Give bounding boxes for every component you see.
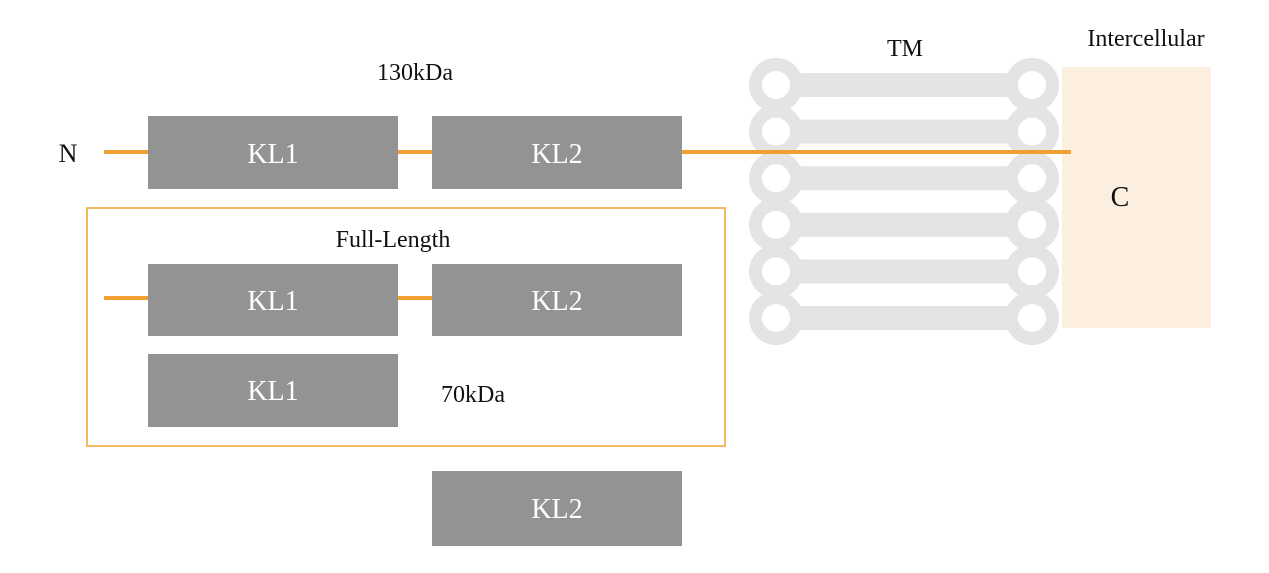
lipid-head-hole: [1018, 164, 1046, 193]
domain-kl2-full-length-label: KL2: [531, 286, 582, 317]
lipid-tail: [776, 73, 1032, 97]
lipid-molecule: [749, 291, 1059, 345]
lipid-molecule: [749, 151, 1059, 206]
domain-kl2-fragment: [432, 471, 682, 546]
lipid-molecule: [749, 58, 1059, 112]
lipid-head-hole: [1018, 257, 1046, 286]
full-length-label: Full-Length: [336, 227, 451, 253]
domain-kl2-full-length: [432, 264, 682, 336]
lipid-tail: [776, 119, 1032, 144]
intercellular-label: Intercellular: [1087, 26, 1204, 52]
membrane: [749, 58, 1059, 345]
domain-kl1-main-label: KL1: [247, 139, 298, 170]
domain-kl1-main: [148, 116, 398, 189]
lipid-molecule: [749, 197, 1059, 252]
size-130kda-label: 130kDa: [377, 60, 453, 86]
domain-kl2-main: [432, 116, 682, 189]
lipid-head-hole: [762, 71, 790, 99]
lipid-head-hole: [1018, 304, 1046, 332]
domain-kl1-fragment-label: KL1: [247, 376, 298, 407]
size-70kda-label: 70kDa: [441, 382, 505, 408]
lipid-head-hole: [762, 117, 790, 146]
intracellular-region: [1062, 67, 1211, 328]
n-terminus-label: N: [59, 139, 78, 168]
lipid-tail: [776, 212, 1032, 237]
lipid-tail: [776, 259, 1032, 284]
full-length-group-box: [86, 207, 726, 447]
domain-kl1-fragment: [148, 354, 398, 427]
lipid-head-hole: [762, 257, 790, 286]
lipid-tail: [776, 166, 1032, 191]
domain-kl2-fragment-label: KL2: [531, 494, 582, 525]
domain-kl1-full-length: [148, 264, 398, 336]
lipid-head-hole: [762, 210, 790, 239]
lipid-tail: [776, 306, 1032, 330]
lipid-head-hole: [762, 164, 790, 193]
lipid-head-hole: [762, 304, 790, 332]
domain-kl1-full-length-label: KL1: [247, 286, 298, 317]
lipid-head-hole: [1018, 210, 1046, 239]
c-terminus-label: C: [1111, 182, 1130, 213]
lipid-head-hole: [1018, 117, 1046, 146]
tm-label: TM: [887, 36, 923, 62]
lipid-molecule: [749, 244, 1059, 299]
lipid-head-hole: [1018, 71, 1046, 99]
domain-kl2-main-label: KL2: [531, 139, 582, 170]
